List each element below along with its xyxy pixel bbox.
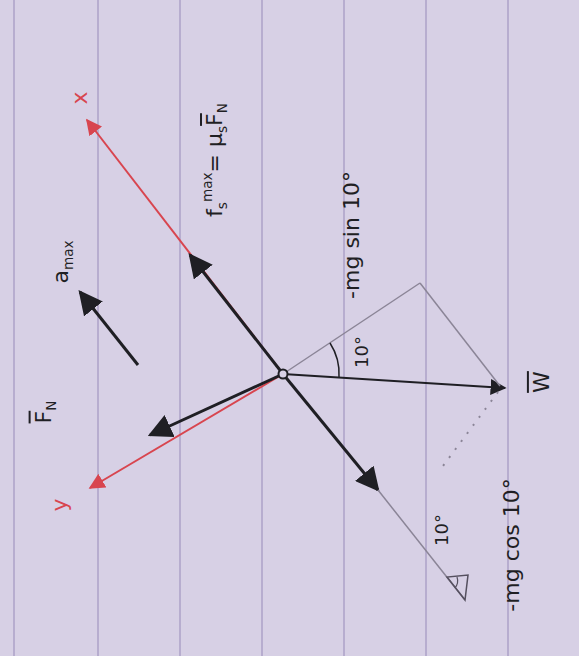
y-axis xyxy=(90,374,283,488)
component-line xyxy=(420,283,500,386)
friction-label: fsmax= μsFN xyxy=(200,103,230,217)
small-triangle xyxy=(447,575,468,600)
label-text: N xyxy=(42,401,58,411)
body-point xyxy=(279,370,288,379)
label-text: f xyxy=(202,209,227,217)
angle-label: 10° xyxy=(352,336,372,368)
label-text: -mg cos 10° xyxy=(499,478,524,611)
component-label: -mg cos 10° xyxy=(500,478,524,611)
normal-arrow xyxy=(150,374,283,435)
friction-arrow xyxy=(190,255,283,374)
label-text: = μ xyxy=(202,133,227,172)
accel-arrow xyxy=(80,292,138,365)
axis-label: y xyxy=(48,498,72,511)
label-text: a xyxy=(48,270,73,283)
weight-label: W xyxy=(530,371,554,393)
label-text: F xyxy=(31,411,56,424)
label-text: 10° xyxy=(431,514,452,546)
normal-force-label: FN xyxy=(32,401,59,424)
label-text: max xyxy=(199,172,215,202)
weight-arrow xyxy=(283,374,505,388)
label-text: 10° xyxy=(351,336,372,368)
mg-cos-arrow xyxy=(283,374,378,490)
label-text: -mg sin 10° xyxy=(339,171,364,299)
label-text: N xyxy=(214,103,230,113)
label-text: s xyxy=(214,126,230,133)
angle-tick xyxy=(455,577,458,588)
label-text: F xyxy=(202,113,227,126)
dotted-line xyxy=(440,392,498,470)
label-text: s xyxy=(214,202,230,209)
axis-label: x xyxy=(68,91,92,104)
component-label: -mg sin 10° xyxy=(340,171,364,299)
label-text: x xyxy=(67,91,92,104)
acceleration-label: amax xyxy=(49,240,76,283)
label-text: max xyxy=(59,240,75,270)
paper-lines xyxy=(14,0,508,656)
angle-arc xyxy=(330,343,339,377)
label-text: y xyxy=(47,498,72,511)
angle-label: 10° xyxy=(432,514,452,546)
label-text: W xyxy=(529,371,554,393)
